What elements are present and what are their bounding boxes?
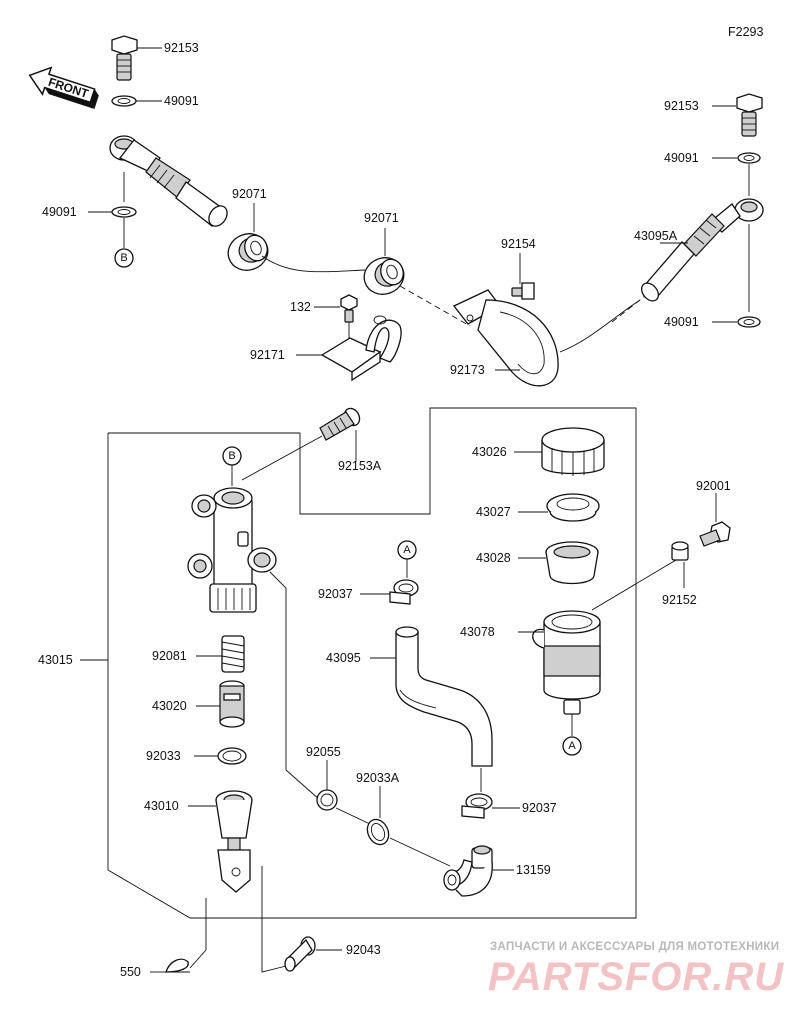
label-92154: 92154 bbox=[501, 237, 536, 251]
watermark-brand: PARTSFOR.RU bbox=[488, 955, 784, 999]
label-92081: 92081 bbox=[152, 649, 187, 663]
label-43095A: 43095A bbox=[634, 229, 678, 243]
circlip-92033A bbox=[366, 818, 390, 846]
spring-92081 bbox=[221, 635, 245, 673]
label-92153-top: 92153 bbox=[164, 41, 199, 55]
label-92173: 92173 bbox=[450, 363, 485, 377]
collar-92152 bbox=[671, 541, 689, 561]
label-49091-top: 49091 bbox=[164, 94, 199, 108]
bolt-92154 bbox=[511, 282, 535, 300]
ref-a-reservoir bbox=[562, 736, 582, 756]
label-92033: 92033 bbox=[146, 749, 181, 763]
figure-code: F2293 bbox=[728, 25, 763, 39]
label-92055: 92055 bbox=[306, 745, 341, 759]
brake-hose-43095A bbox=[640, 198, 764, 302]
watermark-tagline: ЗАПЧАСТИ И АКСЕССУАРЫ ДЛЯ МОТОТЕХНИКИ bbox=[490, 941, 779, 953]
ref-b-top bbox=[114, 248, 134, 268]
diaphragm-plate-43027 bbox=[546, 493, 600, 522]
reservoir-cap-43026 bbox=[541, 427, 605, 476]
cotter-pin-550 bbox=[165, 958, 190, 973]
washer-49091-top bbox=[111, 95, 137, 107]
bracket-92171 bbox=[320, 315, 402, 382]
diaphragm-43028 bbox=[545, 541, 599, 585]
push-rod-43010 bbox=[215, 790, 253, 893]
label-92071-mid: 92071 bbox=[364, 211, 399, 225]
label-92153A: 92153A bbox=[338, 459, 382, 473]
label-13159: 13159 bbox=[516, 863, 551, 877]
label-49091-left: 49091 bbox=[42, 205, 77, 219]
hose-clip-92037-bottom bbox=[461, 793, 493, 819]
label-92152: 92152 bbox=[662, 593, 697, 607]
bolt-92153A bbox=[319, 407, 361, 441]
banjo-bolt-92153-top bbox=[111, 35, 138, 81]
label-132: 132 bbox=[290, 300, 311, 314]
label-43015: 43015 bbox=[38, 653, 73, 667]
label-92043: 92043 bbox=[346, 943, 381, 957]
hose-fitting-13159 bbox=[443, 845, 493, 897]
hose-clamp-92173 bbox=[452, 289, 559, 387]
label-43027: 43027 bbox=[476, 505, 511, 519]
label-43026: 43026 bbox=[472, 445, 507, 459]
label-92037-bottom: 92037 bbox=[522, 801, 557, 815]
washer-49091-left bbox=[111, 206, 137, 218]
label-92033A: 92033A bbox=[356, 771, 400, 785]
label-92153-right: 92153 bbox=[664, 99, 699, 113]
label-92001: 92001 bbox=[696, 479, 731, 493]
label-49091-right-bottom: 49091 bbox=[664, 315, 699, 329]
pin-92043 bbox=[284, 936, 316, 972]
ref-b-top-label: B bbox=[120, 252, 127, 264]
label-43020: 43020 bbox=[152, 699, 187, 713]
bolt-92001 bbox=[699, 521, 731, 547]
label-550: 550 bbox=[120, 965, 141, 979]
label-49091-right-top: 49091 bbox=[664, 151, 699, 165]
ref-a-top-label: A bbox=[403, 544, 411, 556]
label-92071-left: 92071 bbox=[232, 187, 267, 201]
washer-49091-right-bottom bbox=[737, 316, 761, 328]
label-92037-top: 92037 bbox=[318, 587, 353, 601]
circlip-92033 bbox=[217, 747, 247, 765]
bolt-132 bbox=[340, 294, 358, 323]
grommet-92071-mid bbox=[363, 257, 405, 295]
label-43010: 43010 bbox=[144, 799, 179, 813]
front-arrow: FRONT bbox=[28, 66, 99, 109]
grommet-92071-left bbox=[227, 233, 269, 271]
ref-a-reservoir-label: A bbox=[568, 740, 576, 752]
o-ring-92055 bbox=[316, 789, 338, 811]
piston-43020 bbox=[219, 680, 245, 728]
ref-b-cylinder-label: B bbox=[228, 450, 235, 462]
reservoir-hose-43095 bbox=[395, 626, 493, 767]
label-43028: 43028 bbox=[476, 551, 511, 565]
assembly-frame-43015 bbox=[107, 407, 637, 919]
master-cylinder-body bbox=[187, 487, 277, 613]
hose-clip-92037-top bbox=[389, 579, 419, 605]
washer-49091-right-top bbox=[737, 152, 761, 164]
brake-hose-left bbox=[109, 135, 228, 227]
label-43095: 43095 bbox=[326, 651, 361, 665]
reservoir-43078 bbox=[532, 610, 601, 715]
label-92171: 92171 bbox=[250, 348, 285, 362]
label-43078: 43078 bbox=[460, 625, 495, 639]
banjo-bolt-92153-right bbox=[736, 93, 763, 137]
